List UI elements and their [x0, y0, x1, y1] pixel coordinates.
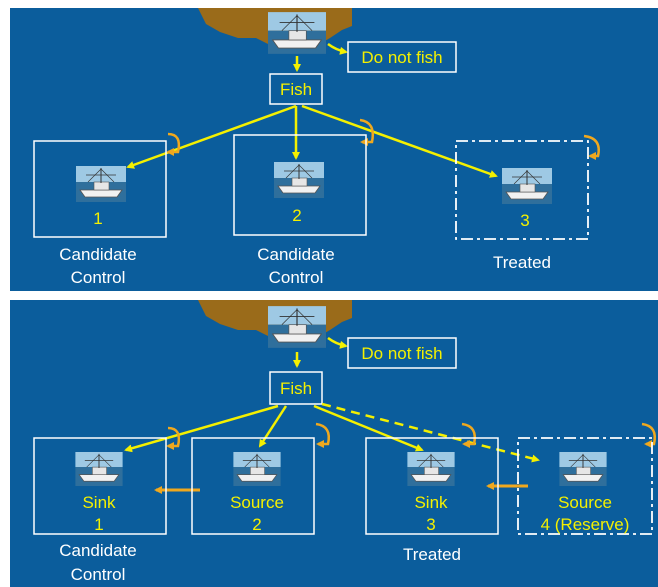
box-1-caption-1: Candidate	[59, 245, 137, 264]
fish-box	[269, 371, 323, 405]
box-4-role: Source	[558, 493, 612, 512]
fish-label: Fish	[280, 379, 312, 398]
loop-icon-box-2	[359, 118, 374, 146]
box-1-boat-icon	[76, 166, 126, 202]
box-3-caption-1: Treated	[403, 545, 461, 564]
do-not-fish-arrow	[327, 42, 348, 55]
top-panel: Do not fish Fish 1 Candidate Control 2 C…	[10, 8, 658, 291]
do-not-fish-label: Do not fish	[361, 48, 442, 67]
do-not-fish-box	[347, 337, 457, 369]
bottom-diagram: Do not fish Fish Sink 1 Candidate Contro…	[33, 300, 656, 584]
box-3-number: 3	[426, 515, 435, 534]
loop-icon-box-3	[583, 134, 600, 160]
do-not-fish-arrow	[327, 336, 348, 349]
do-not-fish-label: Do not fish	[361, 344, 442, 363]
box-2-role: Source	[230, 493, 284, 512]
bottom-panel: Do not fish Fish Sink 1 Candidate Contro…	[10, 300, 658, 587]
loop-icon-box-3	[461, 422, 476, 448]
box-1	[33, 140, 167, 238]
box-4-boat-icon	[558, 452, 608, 486]
box-3-boat-icon	[406, 452, 456, 486]
box-1-boat-icon	[74, 452, 124, 486]
box-3	[365, 437, 499, 535]
box-1-caption-2: Control	[71, 268, 126, 287]
harbor-boat-icon	[268, 306, 326, 348]
box-3-role: Sink	[414, 493, 448, 512]
box-3-boat-icon	[502, 168, 552, 204]
box-1-number: 1	[93, 209, 102, 228]
loop-icon-box-1	[166, 132, 181, 156]
loop-icon-box-1	[166, 426, 181, 450]
box-2-number: 2	[252, 515, 261, 534]
box-2	[191, 437, 315, 535]
box-2-caption-1: Candidate	[257, 245, 335, 264]
arrow-to-box-4-dashed	[321, 402, 540, 463]
box-3-caption-1: Treated	[493, 253, 551, 272]
box-2-boat-icon	[232, 452, 282, 486]
box-2	[233, 134, 367, 236]
box-1-number: 1	[94, 515, 103, 534]
box-3-number: 3	[520, 211, 529, 230]
fish-label: Fish	[280, 80, 312, 99]
box-2-boat-icon	[274, 162, 324, 198]
box-2-caption-2: Control	[269, 268, 324, 287]
harbor-boat-icon	[268, 12, 326, 54]
top-diagram: Do not fish Fish 1 Candidate Control 2 C…	[33, 8, 600, 287]
do-not-fish-box	[347, 41, 457, 73]
arrow-to-box-2	[258, 405, 288, 448]
arrow-to-box-1	[126, 104, 297, 169]
box-1	[33, 437, 167, 535]
box-1-caption-2: Control	[71, 565, 126, 584]
arrow-to-box-1	[124, 404, 279, 453]
loop-icon-box-2	[315, 422, 330, 448]
box-2-number: 2	[292, 206, 301, 225]
arrow-to-box-3	[313, 404, 424, 452]
box-4-number: 4 (Reserve)	[541, 515, 630, 534]
box-1-caption-1: Candidate	[59, 541, 137, 560]
box-1-role: Sink	[82, 493, 116, 512]
arrow-to-box-3	[301, 104, 498, 178]
loop-icon-box-4	[641, 422, 656, 448]
fish-box	[269, 73, 323, 105]
